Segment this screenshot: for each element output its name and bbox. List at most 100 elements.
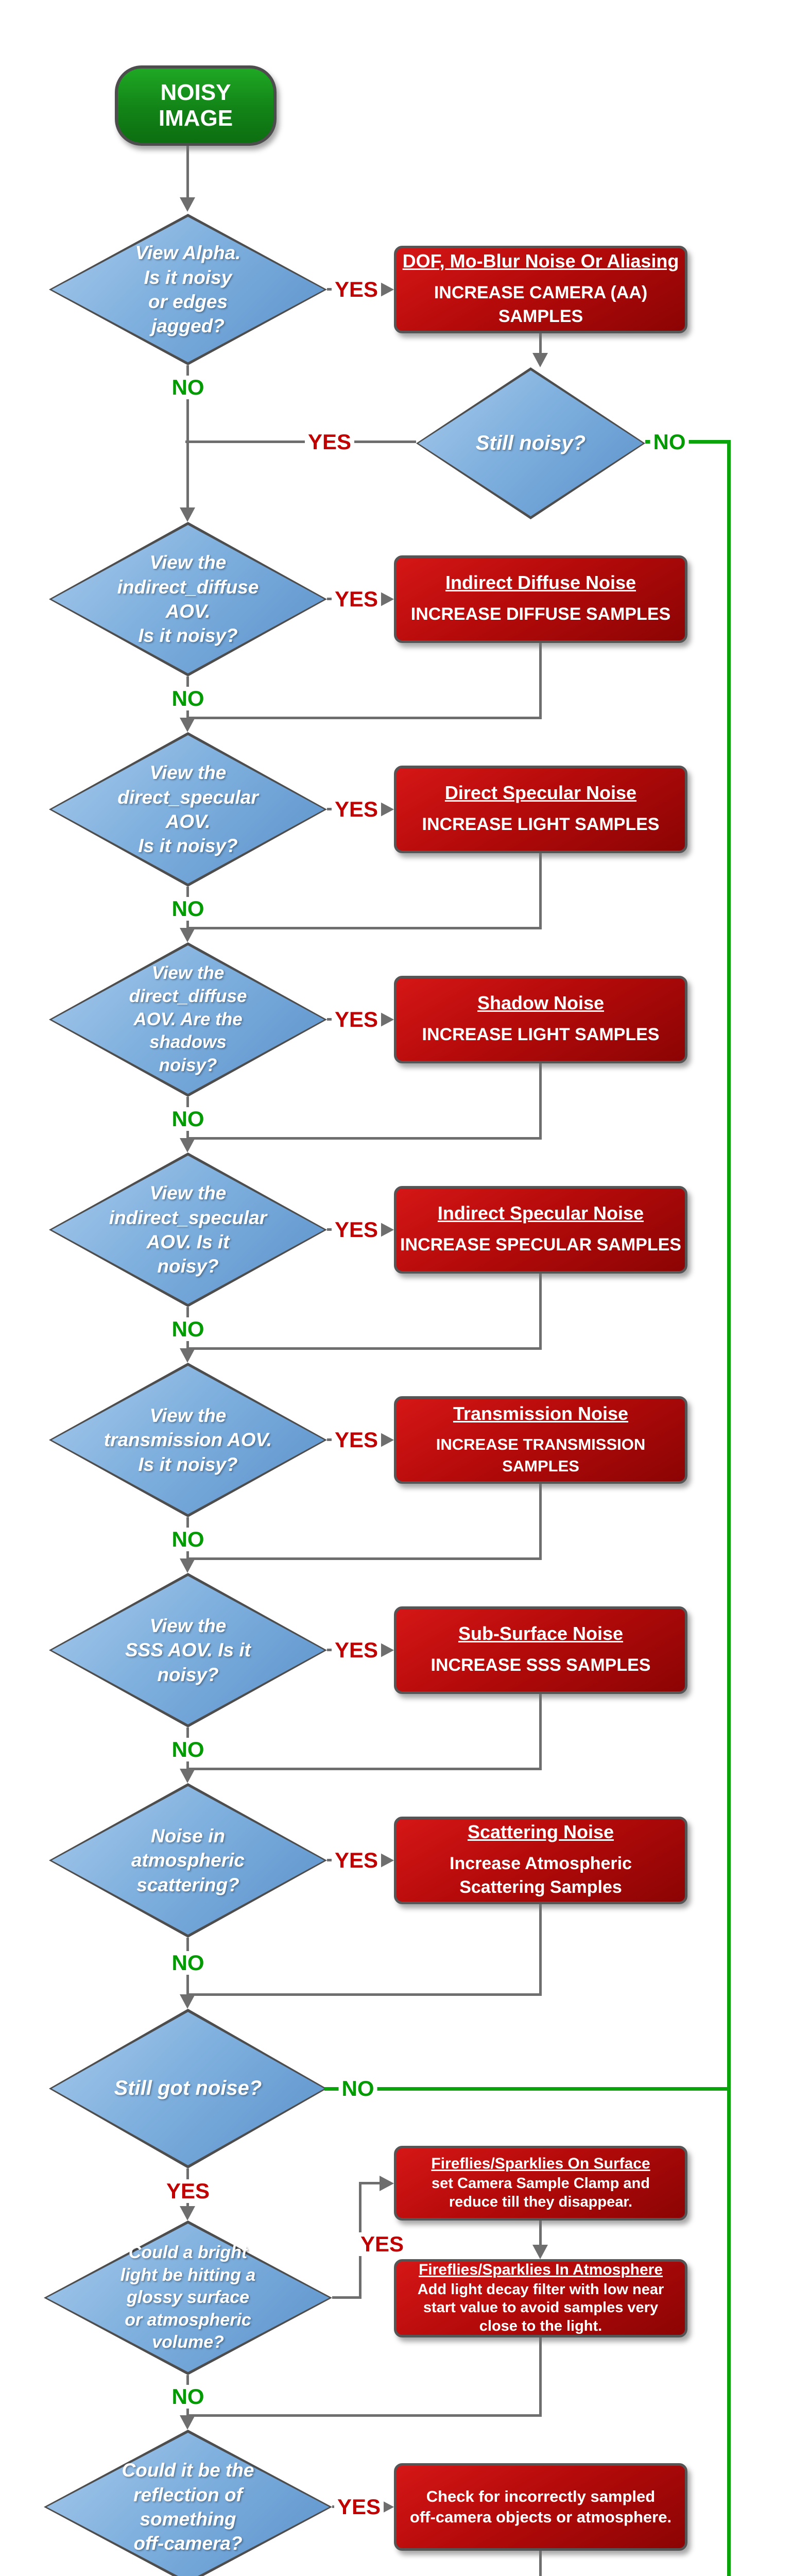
connector-line-green [727,440,731,2576]
action-scattering-samples-title: Scattering Noise [467,1821,614,1843]
decision-indirect-diffuse-text: View the indirect_diffuse AOV. Is it noi… [117,552,259,647]
edge-label-yes: YES [331,1428,382,1452]
edge-label-yes: YES [331,278,382,301]
action-scattering-samples-body: Increase Atmospheric Scattering Samples [450,1854,632,1897]
action-diffuse-samples-body: INCREASE DIFFUSE SAMPLES [410,604,671,624]
connector-line [186,1137,542,1140]
connector-line [332,2296,360,2299]
edge-label-no: NO [168,1107,208,1131]
decision-indirect-specular: View the indirect_specular AOV. Is it no… [49,1153,327,1307]
connector-line [186,1993,542,1996]
arrowhead [532,2245,548,2259]
arrowhead [380,1012,394,1027]
edge-label-no: NO [168,1528,208,1551]
edge-label-no: NO [168,687,208,710]
decision-scattering: Noise in atmospheric scattering? [49,1783,327,1938]
arrowhead [180,507,195,522]
decision-view-alpha-text: View Alpha. Is it noisy or edges jagged? [135,242,241,337]
decision-still-got-noise-text: Still got noise? [114,2077,262,2100]
edge-label-no: NO [168,2385,208,2409]
action-fireflies-atmosphere-title: Fireflies/Sparklies In Atmosphere [418,2261,663,2278]
connector-line-green [324,2087,729,2091]
action-off-camera-check-body: Check for incorrectly sampled off-camera… [409,2487,672,2526]
arrowhead [180,197,195,212]
arrowhead [380,1222,394,1238]
decision-reflection: Could it be the reflection of something … [44,2430,332,2576]
action-sss-samples-body: INCREASE SSS SAMPLES [431,1655,651,1675]
decision-reflection-text: Could it be the reflection of something … [122,2460,254,2554]
action-scattering-samples: Scattering Noise Increase Atmospheric Sc… [394,1817,687,1904]
connector-line [359,2182,380,2184]
arrowhead [180,928,195,942]
connector-line [539,643,542,718]
connector-line [539,1694,542,1769]
start-node-label: NOISY IMAGE [158,80,233,131]
decision-transmission: View the transmission AOV. Is it noisy? [49,1363,327,1517]
connector-line [539,1904,542,1993]
connector-line [185,440,416,443]
decision-indirect-specular-text: View the indirect_specular AOV. Is it no… [109,1182,267,1277]
edge-label-no: NO [168,1951,208,1975]
arrowhead [180,2415,195,2430]
connector-line [539,1274,542,1348]
connector-line [186,927,542,929]
decision-transmission-text: View the transmission AOV. Is it noisy? [104,1404,272,1475]
arrowhead [180,2206,195,2221]
action-light-samples-title: Direct Specular Noise [444,782,637,804]
decision-direct-specular-text: View the direct_specular AOV. Is it nois… [117,762,259,857]
decision-still-noisy: Still noisy? [416,367,645,519]
arrowhead [380,2176,394,2191]
action-sss-samples-title: Sub-Surface Noise [458,1623,624,1645]
decision-sss-text: View the SSS AOV. Is it noisy? [125,1615,251,1685]
connector-line [186,1347,542,1350]
connector-line [539,333,542,353]
arrowhead [180,1558,195,1573]
edge-label-no: NO [168,1738,208,1761]
connector-line [186,365,189,507]
edge-label-no: NO [338,2077,377,2100]
connector-line [539,853,542,928]
decision-direct-diffuse-text: View the direct_diffuse AOV. Are the sha… [129,963,247,1076]
connector-line [186,717,542,719]
action-light-samples-body: INCREASE LIGHT SAMPLES [422,815,660,835]
action-specular-samples-title: Indirect Specular Noise [437,1202,644,1224]
arrowhead [380,1432,394,1448]
decision-still-got-noise: Still got noise? [49,2009,327,2168]
action-shadow-samples-body: INCREASE LIGHT SAMPLES [422,1025,660,1045]
action-aa-samples-body: INCREASE CAMERA (AA) SAMPLES [434,283,648,326]
edge-label-no: NO [168,1317,208,1341]
arrowhead [180,718,195,732]
decision-bright-light-text: Could a bright light be hitting a glossy… [120,2243,256,2352]
action-diffuse-samples: Indirect Diffuse Noise INCREASE DIFFUSE … [394,555,687,643]
arrowhead [380,282,394,297]
action-fireflies-surface: Fireflies/Sparklies On Surface set Camer… [394,2146,687,2221]
edge-label-yes: YES [331,798,382,821]
connector-line [186,146,189,197]
decision-bright-light: Could a bright light be hitting a glossy… [44,2221,332,2375]
arrowhead [180,1138,195,1153]
arrowhead [380,1642,394,1658]
action-sss-samples: Sub-Surface Noise INCREASE SSS SAMPLES [394,1606,687,1694]
action-aa-samples-title: DOF, Mo-Blur Noise Or Aliasing [402,250,679,272]
action-fireflies-surface-body: set Camera Sample Clamp and reduce till … [432,2175,650,2210]
decision-scattering-text: Noise in atmospheric scattering? [131,1825,245,1895]
connector-line [186,1768,542,1770]
arrowhead [180,1348,195,1363]
edge-label-yes: YES [334,2495,384,2519]
decision-sss: View the SSS AOV. Is it noisy? [49,1573,327,1727]
edge-label-yes: YES [331,1849,382,1872]
edge-label-yes: YES [304,430,355,454]
edge-label-yes: YES [331,587,382,611]
arrowhead [380,591,394,607]
action-fireflies-atmosphere-body: Add light decay filter with low near sta… [417,2281,664,2334]
connector-line [539,2221,542,2245]
connector-line [539,1063,542,1138]
arrowhead [380,802,394,817]
edge-label-no: NO [168,376,208,399]
arrowhead [532,353,548,367]
action-specular-samples: Indirect Specular Noise INCREASE SPECULA… [394,1186,687,1274]
decision-indirect-diffuse: View the indirect_diffuse AOV. Is it noi… [49,522,327,676]
edge-label-yes: YES [163,2179,213,2203]
start-node: NOISY IMAGE [115,65,277,146]
connector-line [539,2337,542,2415]
